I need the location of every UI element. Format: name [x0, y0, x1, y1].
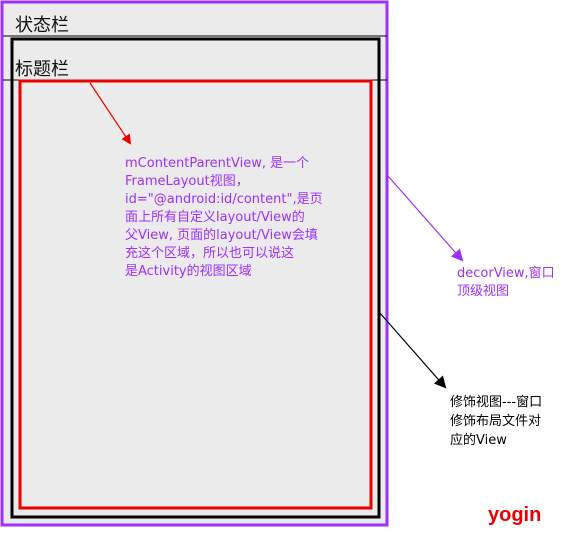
decoration-view-arrow [378, 311, 447, 389]
status-bar-label: 状态栏 [15, 15, 69, 36]
decoration-view-box [10, 37, 381, 519]
decoration-view-annotation: 修饰视图---窗口 修饰布局文件对 应的View [450, 395, 543, 448]
content-parent-annotation: mContentParentView, 是一个 FrameLayout视图， i… [125, 156, 323, 279]
title-bar-label: 标题栏 [15, 59, 69, 80]
decor-view-arrow [387, 175, 464, 262]
decor-view-annotation: decorView,窗口 顶级视图 [457, 266, 555, 299]
content-parent-view-box [18, 79, 373, 510]
author-watermark: yogin [488, 504, 542, 526]
decor-view-box [0, 0, 389, 527]
content-parent-arrow [89, 82, 132, 145]
